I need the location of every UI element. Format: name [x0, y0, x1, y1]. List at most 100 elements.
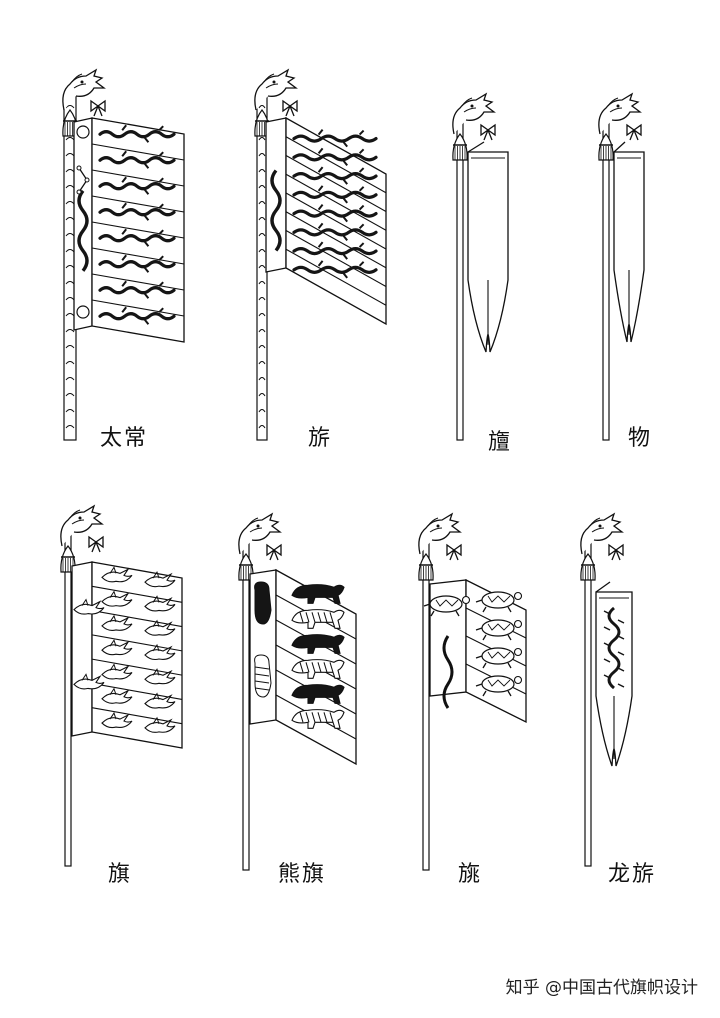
dragon-motif	[98, 286, 176, 295]
pole-ornament	[258, 105, 266, 109]
dragon-motif-claw	[121, 228, 164, 247]
finial-mane	[263, 73, 279, 89]
bird-wing	[152, 571, 160, 579]
dragon-motif	[98, 312, 176, 321]
dragon-motif-claw	[121, 150, 164, 169]
dragon-motif-claw	[121, 280, 164, 299]
turtle-shell-pattern	[487, 623, 511, 631]
bird-wing	[152, 692, 160, 700]
dragon-head-finial	[254, 68, 298, 111]
pole-ornament	[65, 217, 75, 221]
tiger-stripe	[329, 612, 334, 623]
dragon-motif-claw	[317, 241, 365, 260]
pole-ornament	[258, 409, 266, 413]
tiger-stripe	[311, 612, 316, 623]
banner-row-divider	[91, 143, 185, 161]
pole-ornament	[65, 297, 75, 301]
moon-emblem	[76, 305, 90, 319]
pole-ornament	[258, 265, 266, 269]
banner-row-divider	[91, 707, 183, 725]
dragon-motif-claw	[121, 176, 164, 195]
pole-ornament	[65, 153, 75, 157]
pole-ornament	[65, 265, 75, 269]
tiger-stripe	[317, 612, 322, 623]
banner-row-divider	[91, 299, 185, 317]
turtle-head	[513, 619, 523, 629]
dragon-motif	[292, 265, 378, 274]
pole-ornament	[65, 393, 75, 397]
dragon-motif-claw	[317, 166, 365, 185]
banner-row-divider	[91, 273, 185, 291]
turtle-legs	[423, 603, 460, 617]
dragon-motif-claw	[317, 147, 365, 166]
streamer-cord	[595, 581, 611, 593]
bird-wing	[109, 663, 117, 671]
bird-wing	[109, 590, 117, 598]
bird-wing	[152, 643, 160, 652]
turtle-legs	[475, 655, 512, 669]
finial-mane	[461, 97, 477, 113]
banner-row-divider	[91, 195, 185, 213]
tiger-stripe	[254, 680, 270, 684]
banner-row-divider	[91, 634, 183, 652]
finial-mane	[427, 517, 443, 533]
turtle-shell-pattern	[487, 595, 511, 603]
banner-side-panel	[73, 117, 93, 331]
dragon-motif-claw	[121, 202, 164, 221]
bird-wing	[152, 668, 160, 676]
pole	[422, 539, 430, 871]
pole-ornament	[258, 201, 266, 205]
tiger-stripe	[323, 612, 328, 623]
pole	[584, 539, 592, 867]
pole-ornament	[258, 249, 266, 253]
turtle-shell	[429, 595, 463, 613]
pole-ornament	[65, 313, 75, 317]
pole-ornament	[258, 217, 266, 221]
banner-row-divider	[285, 230, 387, 287]
streamer-dragon-claw	[603, 626, 625, 640]
streamer-dragon-claw	[603, 658, 625, 672]
dragon-motif	[292, 209, 378, 218]
pole-ornament	[65, 361, 75, 365]
pole-ornament	[65, 281, 75, 285]
dragon-motif-claw	[121, 306, 164, 325]
pole-ornament	[65, 409, 75, 413]
side-dragon-motif	[270, 169, 282, 252]
pole-ornament	[65, 425, 75, 429]
flag-zhan	[452, 92, 509, 441]
dragon-head-finial	[238, 512, 282, 555]
ribbon-knot	[266, 543, 282, 561]
pole-ornament	[258, 233, 266, 237]
dragon-motif-claw	[317, 185, 365, 204]
pole-ornament	[258, 329, 266, 333]
banner-side-panel	[71, 561, 93, 737]
bird-wing	[152, 619, 160, 627]
tiger-stripe	[329, 712, 334, 723]
flag-label-taichang: 太常	[100, 426, 149, 451]
ribbon-knot	[480, 123, 496, 141]
banner-row-divider	[285, 192, 387, 250]
pole-ornament	[258, 137, 266, 141]
pole	[456, 119, 464, 441]
turtle-head	[513, 675, 523, 685]
dragon-motif	[98, 260, 176, 269]
finial-eye	[616, 104, 620, 108]
flag-dragon-qi	[580, 512, 633, 867]
banner-row-divider	[91, 682, 183, 700]
pole-ornament	[65, 249, 75, 253]
pole	[242, 539, 250, 871]
tiger-stripe	[323, 662, 328, 673]
pole-ornament	[65, 233, 75, 237]
tiger-stripe	[305, 712, 310, 723]
streamer-dragon-motif	[607, 606, 621, 690]
ribbon-knot	[88, 535, 104, 553]
pole-ornament	[258, 313, 266, 317]
pole-ornament	[258, 345, 266, 349]
banner-row-divider	[285, 155, 387, 212]
banner-row-divider	[285, 136, 387, 194]
snake-motif	[442, 635, 454, 709]
turtle-shell	[481, 675, 515, 693]
bird-wing	[109, 639, 117, 647]
tiger-stripe	[305, 612, 310, 623]
